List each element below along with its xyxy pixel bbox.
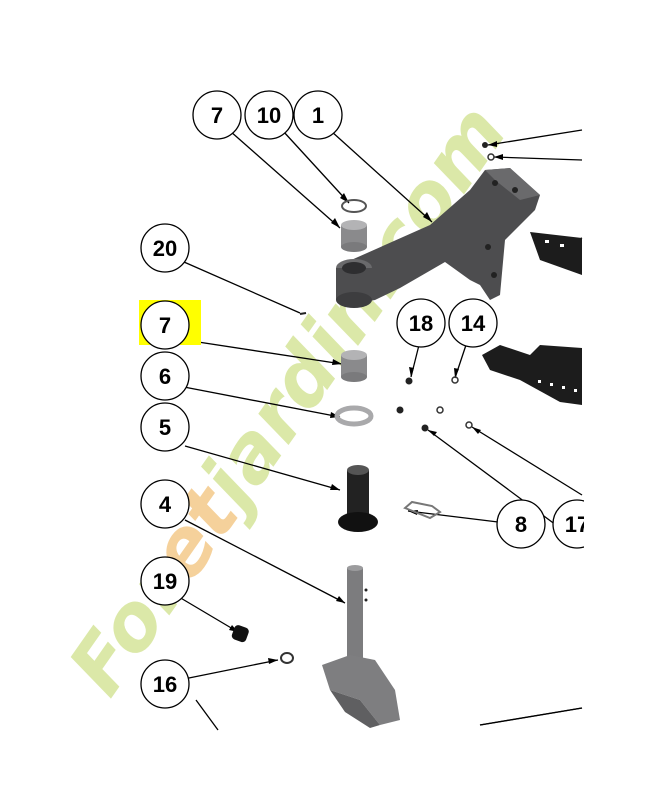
callout-8[interactable]: 8 — [496, 499, 546, 549]
part-10-ring — [341, 199, 367, 213]
leader-1 — [330, 130, 433, 223]
leader-right-1 — [487, 129, 583, 146]
callout-20-label: 20 — [153, 236, 177, 261]
callout-19-label: 19 — [153, 569, 177, 594]
part-20-pin — [299, 312, 307, 315]
leader-5 — [184, 445, 341, 491]
callout-7-top-label: 7 — [211, 103, 223, 128]
part-6-washer — [334, 405, 374, 427]
part-1-main-arm — [336, 168, 540, 308]
part-4-post — [322, 565, 400, 728]
leader-4 — [184, 519, 346, 604]
plate-lower-right — [482, 345, 582, 405]
part-7-lower-bushing — [341, 350, 367, 382]
part-16-ring — [280, 652, 294, 664]
callout-14-label: 14 — [461, 311, 486, 336]
callout-1-label: 1 — [312, 103, 324, 128]
part-5-pivot — [338, 465, 378, 532]
leader-7 — [184, 339, 343, 365]
callout-16-label: 16 — [153, 672, 177, 697]
callout-7-top[interactable]: 7 — [192, 90, 242, 140]
callout-18-label: 18 — [409, 311, 433, 336]
parts — [231, 142, 583, 728]
callout-1[interactable]: 1 — [293, 90, 343, 140]
leader-10 — [282, 130, 350, 204]
callout-16[interactable]: 16 — [140, 659, 190, 709]
leader-19 — [178, 596, 239, 633]
leader-right-2 — [493, 156, 583, 161]
part-8-pin — [403, 500, 442, 520]
leader-8 — [407, 510, 499, 523]
leader-16-tail — [195, 699, 219, 731]
leader-20 — [183, 261, 301, 314]
callout-18[interactable]: 18 — [396, 298, 446, 348]
part-19-cap — [231, 625, 249, 643]
callout-5-label: 5 — [159, 415, 171, 440]
callout-20[interactable]: 20 — [140, 223, 190, 273]
leader-17b — [471, 426, 583, 496]
callout-4[interactable]: 4 — [140, 479, 190, 529]
callout-6[interactable]: 6 — [140, 351, 190, 401]
callout-7-highlighted[interactable]: 7 — [140, 300, 190, 350]
callout-10-label: 10 — [257, 103, 281, 128]
plate-upper-right — [530, 232, 582, 275]
callout-8-label: 8 — [515, 512, 527, 537]
callout-10[interactable]: 10 — [244, 90, 294, 140]
leader-6 — [183, 386, 341, 418]
callout-6-label: 6 — [159, 364, 171, 389]
callout-14[interactable]: 14 — [448, 298, 498, 348]
callout-4-label: 4 — [159, 492, 172, 517]
part-7-top-bushing — [341, 220, 367, 252]
callout-7-highlighted-label: 7 — [159, 313, 171, 338]
right-margin — [584, 0, 652, 800]
leader-16 — [178, 659, 279, 681]
callout-19[interactable]: 19 — [140, 556, 190, 606]
callout-5[interactable]: 5 — [140, 402, 190, 452]
leader-7-top — [229, 130, 341, 229]
